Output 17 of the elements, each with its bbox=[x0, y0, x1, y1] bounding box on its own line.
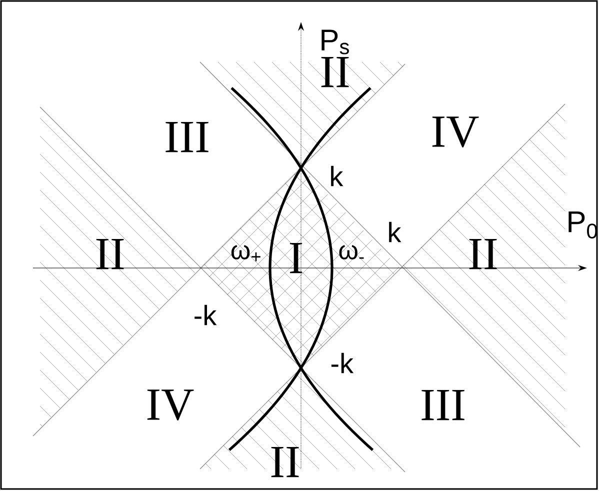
region-label: II bbox=[321, 56, 349, 88]
region-label: IV bbox=[147, 390, 194, 420]
point-label: -k bbox=[331, 352, 354, 374]
point-label: ω$_{-}$ bbox=[339, 245, 364, 260]
region-label: II bbox=[469, 238, 497, 270]
point-label: k bbox=[331, 166, 344, 186]
region-label: III bbox=[166, 122, 208, 152]
point-label: ω$_{+}$ bbox=[231, 245, 260, 262]
region-label: IV bbox=[432, 116, 479, 148]
point-label: -k bbox=[194, 304, 217, 326]
axis-label: P$_{s}$ bbox=[322, 30, 349, 54]
region-label: III bbox=[422, 390, 464, 420]
region-label: I bbox=[290, 242, 302, 274]
region-label: II bbox=[271, 446, 299, 478]
point-label: k bbox=[389, 222, 402, 242]
axis-label: P$_{0}$ bbox=[568, 212, 598, 238]
region-label: II bbox=[96, 238, 124, 270]
